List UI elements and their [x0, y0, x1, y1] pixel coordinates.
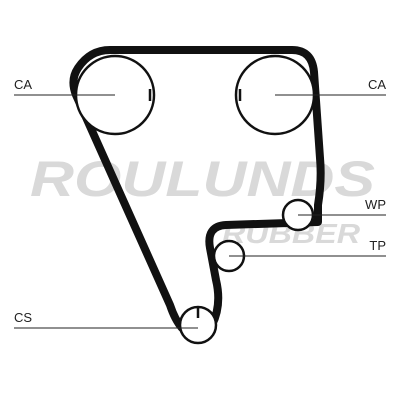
leader-lines — [14, 94, 386, 329]
label-tp: TP — [369, 238, 386, 253]
label-cs: CS — [14, 310, 32, 325]
timing-belt — [69, 46, 325, 340]
crankshaft-pulley — [178, 305, 218, 345]
label-wp: WP — [365, 197, 386, 212]
label-ca-left: CA — [14, 77, 32, 92]
label-ca-right: CA — [368, 77, 386, 92]
